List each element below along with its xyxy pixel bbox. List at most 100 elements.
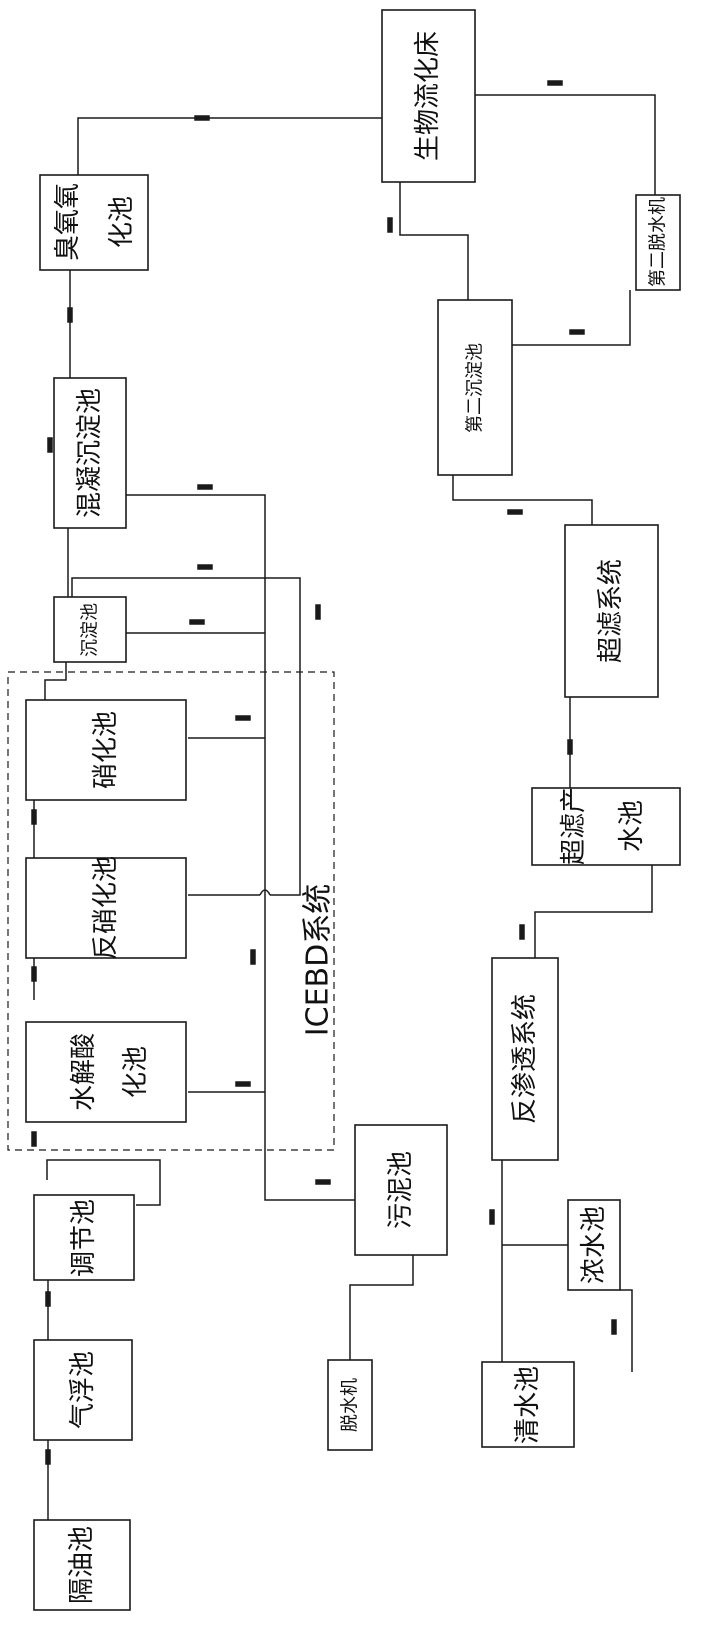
second-dewatering-box [635, 194, 681, 291]
oil-separator-box [33, 1519, 131, 1611]
line-crossover [259, 889, 271, 896]
arrow-mark [197, 564, 213, 570]
coagulation-label: 混凝沉淀池 [75, 388, 105, 518]
coagulation-box [53, 377, 127, 529]
line-sludge-to-dewatering [349, 1255, 414, 1360]
reverse-osmosis-label: 反渗透系统 [510, 994, 540, 1124]
ozone-label-1: 臭氧氧 [53, 183, 83, 261]
oil-separator-label: 隔油池 [67, 1526, 97, 1604]
concentrate-label: 浓水池 [579, 1206, 609, 1284]
dewatering-label: 脱水机 [340, 1378, 361, 1432]
uf-product-label-1: 超滤产 [559, 787, 589, 865]
line-sludge-main [125, 494, 355, 1201]
sludge-box [354, 1124, 448, 1256]
equalization-box [33, 1194, 135, 1281]
arrow-mark [235, 715, 251, 721]
arrow-mark [250, 949, 256, 965]
arrow-mark [31, 809, 37, 825]
second-sedimentation-box [437, 299, 513, 476]
sedimentation-box [53, 596, 127, 663]
ozone-box [39, 174, 149, 271]
arrow-mark [567, 739, 573, 755]
concentrate-box [567, 1199, 621, 1291]
line-ozone-to-biobed [77, 117, 382, 175]
icebd-system-boundary [7, 671, 335, 1151]
air-flotation-box [33, 1339, 133, 1441]
uf-product-unit: 超滤产 水池 [531, 787, 681, 866]
second-sedimentation-unit: 第二沉淀池 [437, 299, 513, 476]
denitrification-unit: 反硝化池 [25, 856, 187, 960]
clear-water-unit: 清水池 [481, 1361, 575, 1448]
dewatering-unit: 脱水机 [327, 1359, 373, 1451]
arrow-mark [189, 619, 205, 625]
nitrification-label: 硝化池 [91, 711, 121, 789]
reverse-osmosis-unit: 反渗透系统 [491, 957, 559, 1161]
arrow-mark [47, 437, 53, 453]
ozone-unit: 臭氧氧 化池 [39, 174, 149, 271]
air-flotation-unit: 气浮池 [33, 1339, 133, 1441]
arrow-mark [611, 1319, 617, 1335]
nitrification-box [25, 699, 187, 801]
line-nitrification-to-sedimentation [44, 662, 67, 700]
clear-water-label: 清水池 [513, 1366, 543, 1444]
arrow-mark [45, 1449, 51, 1465]
line-second-sed-to-uf [452, 475, 593, 525]
line-biobed-to-dewatering [475, 94, 656, 195]
air-flotation-label: 气浮池 [68, 1351, 98, 1429]
hydrolysis-label-1: 水解酸 [69, 1033, 99, 1111]
nitrification-unit: 硝化池 [25, 699, 187, 801]
arrow-mark [31, 966, 37, 982]
hydrolysis-box [25, 1021, 187, 1123]
sedimentation-unit: 沉淀池 [53, 596, 127, 663]
line-product-to-ro [534, 865, 653, 958]
arrow-mark [194, 115, 210, 121]
arrow-mark [45, 1291, 51, 1307]
dewatering-box [327, 1359, 373, 1451]
denitrification-label: 反硝化池 [91, 856, 121, 960]
equalization-label: 调节池 [69, 1199, 99, 1277]
sedimentation-label: 沉淀池 [80, 603, 101, 657]
reverse-osmosis-box [491, 957, 559, 1161]
arrow-mark [507, 509, 523, 515]
concentrate-unit: 浓水池 [567, 1199, 621, 1291]
arrow-mark [197, 484, 213, 490]
arrow-mark [489, 1209, 495, 1225]
icebd-system-label: ICEBD系统 [301, 884, 336, 1036]
clear-water-box [481, 1361, 575, 1448]
arrow-mark [569, 329, 585, 335]
hydrolysis-label-2: 化池 [121, 1046, 151, 1098]
line-dewatering-to-second-sed [512, 290, 631, 346]
uf-product-box [531, 787, 681, 866]
arrow-mark [235, 1081, 251, 1087]
denitrification-box [25, 857, 187, 959]
ultrafiltration-box [564, 524, 659, 698]
bio-fluidized-bed-label: 生物流化床 [413, 31, 443, 161]
arrow-mark [547, 80, 563, 86]
arrow-mark [67, 307, 73, 323]
sludge-unit: 污泥池 [354, 1124, 448, 1256]
coagulation-unit: 混凝沉淀池 [53, 377, 127, 529]
arrow-mark [519, 924, 525, 940]
ozone-label-2: 化池 [107, 196, 137, 248]
ultrafiltration-unit: 超滤系统 [564, 524, 659, 698]
line-biobed-to-second-sed [399, 182, 469, 300]
oil-separator-unit: 隔油池 [33, 1519, 131, 1611]
ultrafiltration-label: 超滤系统 [596, 559, 626, 663]
line-reflux [71, 577, 301, 896]
line-concentrate-outlet [620, 1289, 633, 1372]
uf-product-label-2: 水池 [617, 800, 647, 852]
hydrolysis-unit: 水解酸 化池 [25, 1021, 187, 1123]
line-equalization-to-hydrolysis [46, 1159, 161, 1206]
arrow-mark [315, 604, 321, 620]
sludge-label: 污泥池 [386, 1151, 416, 1229]
arrow-mark [31, 1131, 37, 1147]
bio-fluidized-bed-box [381, 9, 476, 183]
arrow-mark [387, 217, 393, 233]
second-dewatering-unit: 第二脱水机 [635, 194, 681, 291]
arrow-mark [315, 1179, 331, 1185]
bio-fluidized-bed-unit: 生物流化床 [381, 9, 476, 183]
second-dewatering-label: 第二脱水机 [648, 197, 669, 287]
equalization-unit: 调节池 [33, 1194, 135, 1281]
second-sedimentation-label: 第二沉淀池 [465, 343, 486, 433]
